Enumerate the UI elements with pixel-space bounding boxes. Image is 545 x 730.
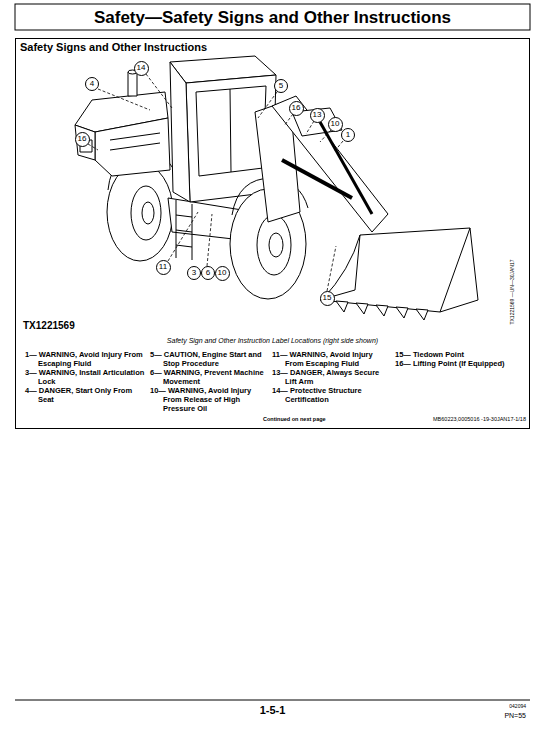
ladder-step <box>176 215 192 217</box>
cab-window <box>196 86 266 176</box>
key-entry: 5— CAUTION, Engine Start and Stop Proced… <box>150 350 268 368</box>
key-entry: 15— Tiedown Point <box>395 350 520 359</box>
ladder-rail <box>176 200 177 258</box>
key-entry: 11— WARNING, Avoid Injury From Escaping … <box>272 350 390 368</box>
exhaust-stack <box>128 72 137 96</box>
key-entry: 3— WARNING, Install Articulation Lock <box>25 368 145 386</box>
figure-caption: Safety Sign and Other Instruction Label … <box>15 337 530 345</box>
bucket-tooth <box>336 301 348 312</box>
callout-circle: 10 <box>328 117 343 132</box>
leader-line <box>88 144 98 150</box>
leader-line <box>284 114 293 126</box>
leader-lines <box>88 74 343 291</box>
callout-number: 10 <box>218 269 227 277</box>
bucket <box>320 228 478 312</box>
key-entry: 14— Protective Structure Certification <box>272 386 390 404</box>
callout-circle: 10 <box>215 266 230 281</box>
leader-line <box>98 89 150 110</box>
leader-line <box>327 246 336 291</box>
callout-number: 16 <box>292 104 301 112</box>
leader-line <box>146 74 172 108</box>
leader-line <box>168 212 198 261</box>
engine-hood-side <box>95 118 170 176</box>
leader-line <box>258 92 277 118</box>
bucket-tooth <box>396 307 408 318</box>
callout-circle: 16 <box>289 101 304 116</box>
key-entry: 1— WARNING, Avoid Injury From Escaping F… <box>25 350 145 368</box>
hood-line <box>110 143 160 150</box>
boom-arm <box>272 96 388 232</box>
callout-circle: 11 <box>156 260 171 275</box>
front-rim <box>257 215 291 275</box>
figure-number: TX1221569 <box>23 320 143 332</box>
counterweight-rear <box>75 125 95 160</box>
wheel-loader-illustration <box>75 56 478 320</box>
bucket-side-edge <box>440 228 470 312</box>
lift-cylinder <box>282 160 352 198</box>
bucket-tooth <box>356 303 368 314</box>
callout-circle: 6 <box>201 266 215 280</box>
callout-circle: 1 <box>341 128 355 142</box>
rear-hub <box>142 202 154 224</box>
pn-number: PN=55 <box>460 712 526 720</box>
document-reference: MB60223,0005016 -19-30JAN17-1/18 <box>400 416 526 423</box>
bucket-tooth <box>376 305 388 316</box>
front-hub <box>269 233 283 257</box>
page-title: Safety—Safety Signs and Other Instructio… <box>15 5 530 30</box>
callout-circle: 15 <box>320 291 335 306</box>
callout-number: 15 <box>323 294 332 302</box>
rear-rim <box>131 186 161 240</box>
callout-number: 6 <box>206 269 210 277</box>
page-number: 1-5-1 <box>15 704 530 717</box>
continued-note: Continued on next page <box>263 416 383 423</box>
callout-number: 14 <box>137 64 146 72</box>
key-entry: 4— DANGER, Start Only From Seat <box>25 386 145 404</box>
cab-rear <box>170 62 190 202</box>
key-entry: 6— WARNING, Prevent Machine Movement <box>150 368 268 386</box>
callout-number: 13 <box>313 111 322 119</box>
rear-tire <box>107 163 173 261</box>
leader-line <box>320 130 331 142</box>
callout-circle: 5 <box>274 79 288 93</box>
callout-circle: 16 <box>75 132 90 147</box>
callout-number: 3 <box>192 269 196 277</box>
callout-circle: 14 <box>134 61 149 76</box>
tilt-link <box>320 122 372 214</box>
image-id: TX1221569 —UN—30JAN17 <box>509 259 515 324</box>
leader-line <box>306 121 314 134</box>
hood-line <box>110 133 160 140</box>
callout-number: 4 <box>90 80 94 88</box>
key-entry: 10— WARNING, Avoid Injury From Release o… <box>150 386 258 413</box>
callout-number: 16 <box>78 135 87 143</box>
key-entry: 16— Lifting Point (If Equipped) <box>395 359 520 368</box>
footer-rule <box>15 700 530 701</box>
callout-number: 1 <box>346 131 350 139</box>
print-code: 042094 <box>460 703 526 709</box>
bucket-tooth <box>416 309 428 320</box>
ladder-step <box>176 245 192 247</box>
callout-number: 5 <box>279 82 283 90</box>
callout-number: 10 <box>331 120 340 128</box>
leader-line <box>334 141 343 152</box>
title-border <box>15 4 530 30</box>
ladder-step <box>176 230 192 232</box>
callout-circle: 4 <box>85 77 99 91</box>
cab-door-line <box>230 89 231 172</box>
callout-number: 11 <box>159 263 167 271</box>
leader-line <box>207 214 212 266</box>
callout-circle: 13 <box>310 108 325 123</box>
figure-heading: Safety Signs and Other Instructions <box>20 41 207 53</box>
callout-circle: 3 <box>187 266 201 280</box>
key-entry: 13— DANGER, Always Secure Lift Arm <box>272 368 390 386</box>
